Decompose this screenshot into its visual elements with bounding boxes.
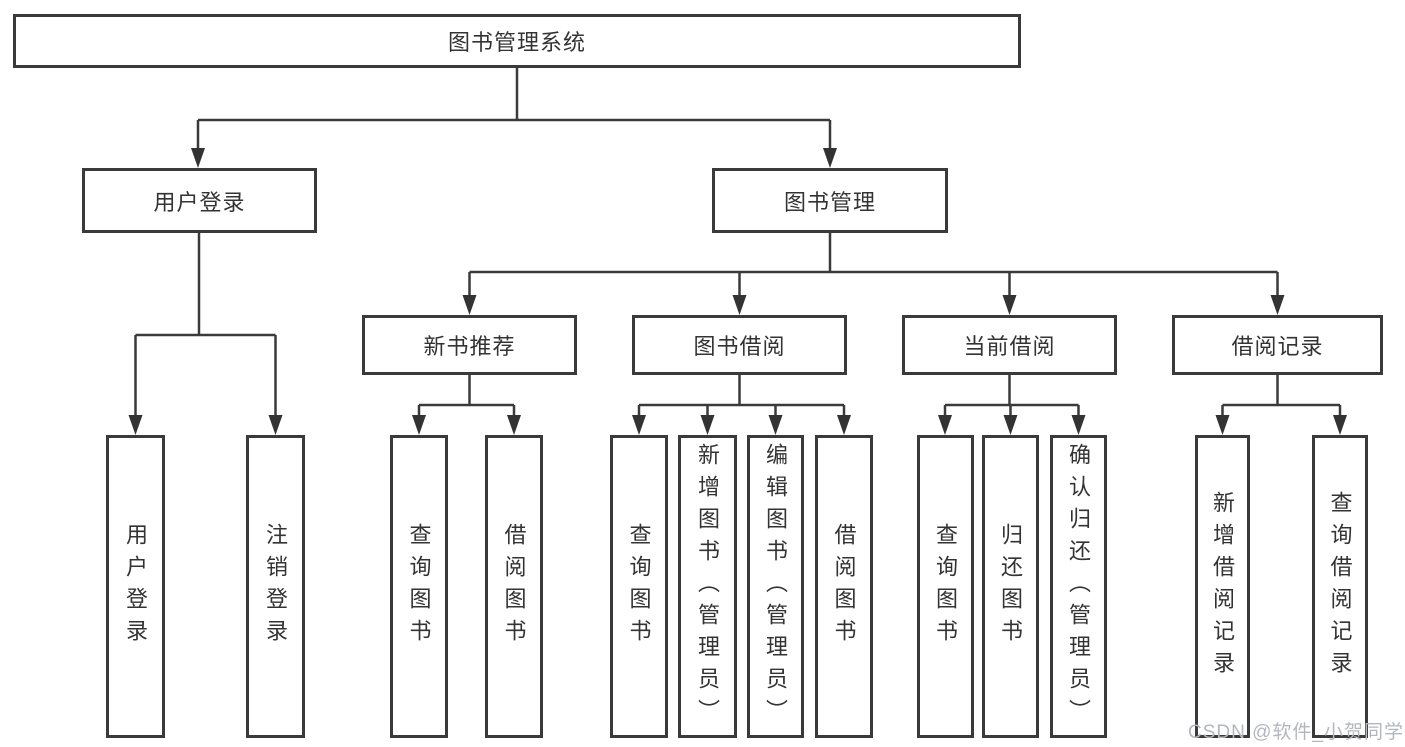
leaf-return-books: 归还图书 bbox=[982, 435, 1039, 738]
leaf-borrow-books: 借阅图书 bbox=[815, 435, 873, 738]
leaf-add-books-admin: 新增图书（管理员） bbox=[678, 435, 737, 738]
node-book-management-label: 图书管理 bbox=[783, 189, 876, 215]
leaf-return-books-label: 归还图书 bbox=[998, 522, 1024, 651]
csdn-watermark: CSDN @软件_小贺同学 bbox=[1188, 722, 1404, 743]
node-new-book-recommend-label: 新书推荐 bbox=[423, 334, 516, 359]
connector-currentborrow-to-leaves bbox=[943, 375, 1080, 419]
node-book-borrow-label: 图书借阅 bbox=[693, 334, 786, 359]
leaf-logout-label: 注销登录 bbox=[263, 522, 289, 651]
connector-userlogin-to-leaves bbox=[134, 233, 277, 419]
leaf-query-books-newrec-label: 查询图书 bbox=[406, 522, 432, 651]
node-root-label: 图书管理系统 bbox=[447, 30, 586, 55]
node-book-borrow: 图书借阅 bbox=[632, 315, 847, 375]
connector-root-to-level2 bbox=[196, 68, 832, 152]
leaf-borrow-books-newrec: 借阅图书 bbox=[485, 435, 543, 738]
node-user-login: 用户登录 bbox=[82, 168, 317, 233]
leaf-borrow-books-newrec-label: 借阅图书 bbox=[501, 522, 527, 651]
leaf-confirm-return-admin: 确认归还（管理员） bbox=[1050, 435, 1107, 738]
leaf-query-books-current-label: 查询图书 bbox=[933, 522, 959, 651]
leaf-add-borrow-record-label: 新增借阅记录 bbox=[1210, 490, 1236, 683]
leaf-add-borrow-record: 新增借阅记录 bbox=[1195, 435, 1250, 738]
arrowheads bbox=[128, 148, 1347, 435]
node-book-management: 图书管理 bbox=[712, 168, 948, 233]
connector-newbook-to-leaves bbox=[417, 375, 516, 419]
leaf-borrow-books-label: 借阅图书 bbox=[831, 522, 857, 651]
node-borrow-records: 借阅记录 bbox=[1172, 315, 1383, 375]
leaf-edit-books-admin-label: 编辑图书（管理员） bbox=[763, 442, 789, 731]
leaf-confirm-return-admin-label: 确认归还（管理员） bbox=[1066, 442, 1092, 731]
leaf-logout: 注销登录 bbox=[246, 435, 305, 738]
node-current-borrow: 当前借阅 bbox=[902, 315, 1117, 375]
leaf-add-books-admin-label: 新增图书（管理员） bbox=[695, 442, 721, 731]
leaf-query-borrow-record: 查询借阅记录 bbox=[1312, 435, 1368, 738]
leaf-query-books-borrow: 查询图书 bbox=[610, 435, 668, 738]
leaf-edit-books-admin: 编辑图书（管理员） bbox=[747, 435, 804, 738]
leaf-user-login: 用户登录 bbox=[106, 435, 165, 738]
leaf-query-books-current: 查询图书 bbox=[917, 435, 974, 738]
node-borrow-records-label: 借阅记录 bbox=[1231, 334, 1324, 359]
leaf-user-login-label: 用户登录 bbox=[123, 522, 149, 651]
leaf-query-books-newrec: 查询图书 bbox=[390, 435, 448, 738]
leaf-query-borrow-record-label: 查询借阅记录 bbox=[1327, 490, 1353, 683]
node-current-borrow-label: 当前借阅 bbox=[963, 334, 1056, 359]
connector-bookborrow-to-leaves bbox=[637, 375, 846, 419]
connector-records-to-leaves bbox=[1221, 375, 1342, 419]
node-new-book-recommend: 新书推荐 bbox=[362, 315, 577, 375]
node-root: 图书管理系统 bbox=[13, 14, 1021, 68]
leaf-query-books-borrow-label: 查询图书 bbox=[626, 522, 652, 651]
connector-bookmgmt-to-level3 bbox=[468, 233, 1279, 299]
node-user-login-label: 用户登录 bbox=[153, 189, 246, 215]
